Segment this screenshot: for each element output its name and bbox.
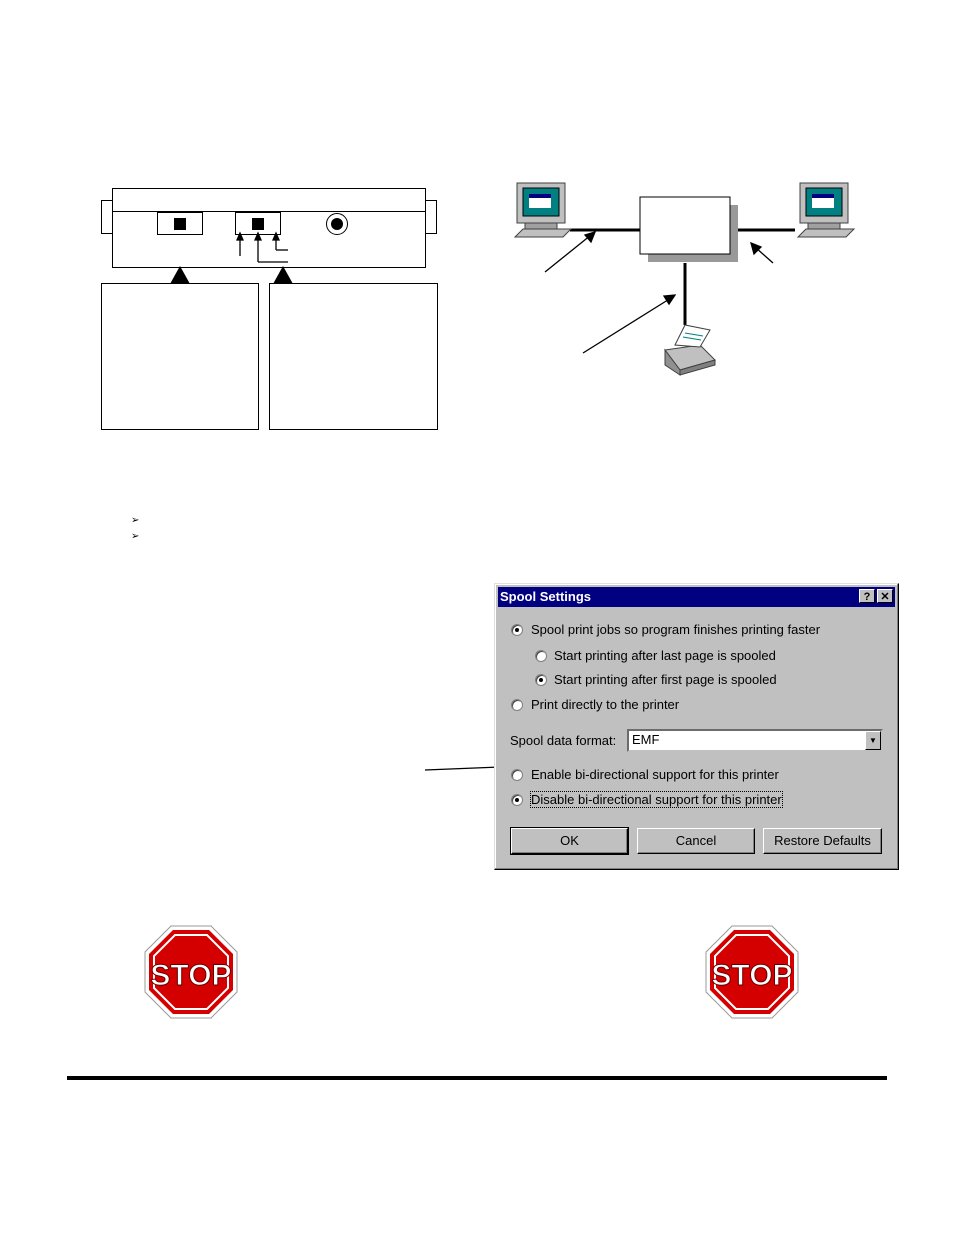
port-right-pin — [252, 218, 264, 230]
callout-box-left — [101, 283, 259, 430]
label-start-last[interactable]: Start printing after last page is spoole… — [554, 648, 776, 663]
device-arrows-svg — [170, 231, 293, 284]
radio-start-first[interactable] — [535, 674, 547, 686]
pin-arrow-2-head — [254, 231, 262, 241]
port-left-pin — [174, 218, 186, 230]
device-top-edge — [112, 188, 426, 212]
network-diagram — [513, 182, 856, 376]
power-jack-center — [331, 218, 343, 230]
stop-sign-right-icon: STOP — [705, 925, 799, 1019]
label-print-direct[interactable]: Print directly to the printer — [531, 697, 680, 712]
spool-format-value: EMF — [632, 732, 660, 747]
dialog-titlebar[interactable]: Spool Settings ? ✕ — [498, 587, 895, 607]
pin-arrow-3-head — [272, 231, 280, 241]
radio-start-last[interactable] — [535, 650, 547, 662]
footer-rule — [67, 1076, 887, 1080]
callout-arrow-left — [170, 266, 190, 284]
radio-enable-bidi[interactable] — [511, 769, 523, 781]
computer-right-icon — [796, 182, 856, 238]
hub-box — [639, 196, 731, 255]
label-disable-bidi[interactable]: Disable bi-directional support for this … — [530, 791, 783, 808]
chevron-down-icon[interactable]: ▼ — [865, 731, 881, 750]
computer-left-icon — [513, 182, 573, 238]
bullet-1: ➢ — [131, 515, 140, 526]
radio-disable-bidi[interactable] — [511, 794, 523, 806]
spool-format-select[interactable]: EMF ▼ — [627, 729, 883, 752]
label-spool[interactable]: Spool print jobs so program finishes pri… — [531, 622, 821, 637]
stop-sign-left-icon: STOP — [144, 925, 238, 1019]
pin-arrow-1-head — [236, 231, 244, 241]
arrow-to-right-link — [750, 241, 763, 256]
bullet-2: ➢ — [131, 531, 140, 542]
spool-format-label: Spool data format: — [510, 733, 617, 748]
arrow-to-left-link — [583, 230, 597, 244]
device-panel — [112, 188, 426, 268]
stop-text-left: STOP — [150, 959, 231, 992]
callout-box-right — [269, 283, 438, 430]
cancel-button[interactable]: Cancel — [637, 828, 755, 854]
help-button[interactable]: ? — [859, 589, 875, 603]
port-left — [157, 212, 203, 235]
radio-spool[interactable] — [511, 624, 523, 636]
callout-arrow-right — [273, 266, 293, 284]
arrow-to-printer-link — [662, 294, 677, 306]
label-enable-bidi[interactable]: Enable bi-directional support for this p… — [531, 767, 779, 782]
ok-button[interactable]: OK — [510, 827, 629, 855]
radio-print-direct[interactable] — [511, 699, 523, 711]
power-jack — [326, 213, 348, 235]
restore-defaults-button[interactable]: Restore Defaults — [763, 828, 882, 854]
spool-settings-dialog: Spool Settings ? ✕ Spool print jobs so p… — [494, 583, 899, 870]
close-button[interactable]: ✕ — [877, 589, 893, 603]
stop-text-right: STOP — [711, 959, 792, 992]
label-start-first[interactable]: Start printing after first page is spool… — [554, 672, 777, 687]
dialog-title: Spool Settings — [500, 589, 591, 604]
printer-icon — [664, 324, 716, 376]
